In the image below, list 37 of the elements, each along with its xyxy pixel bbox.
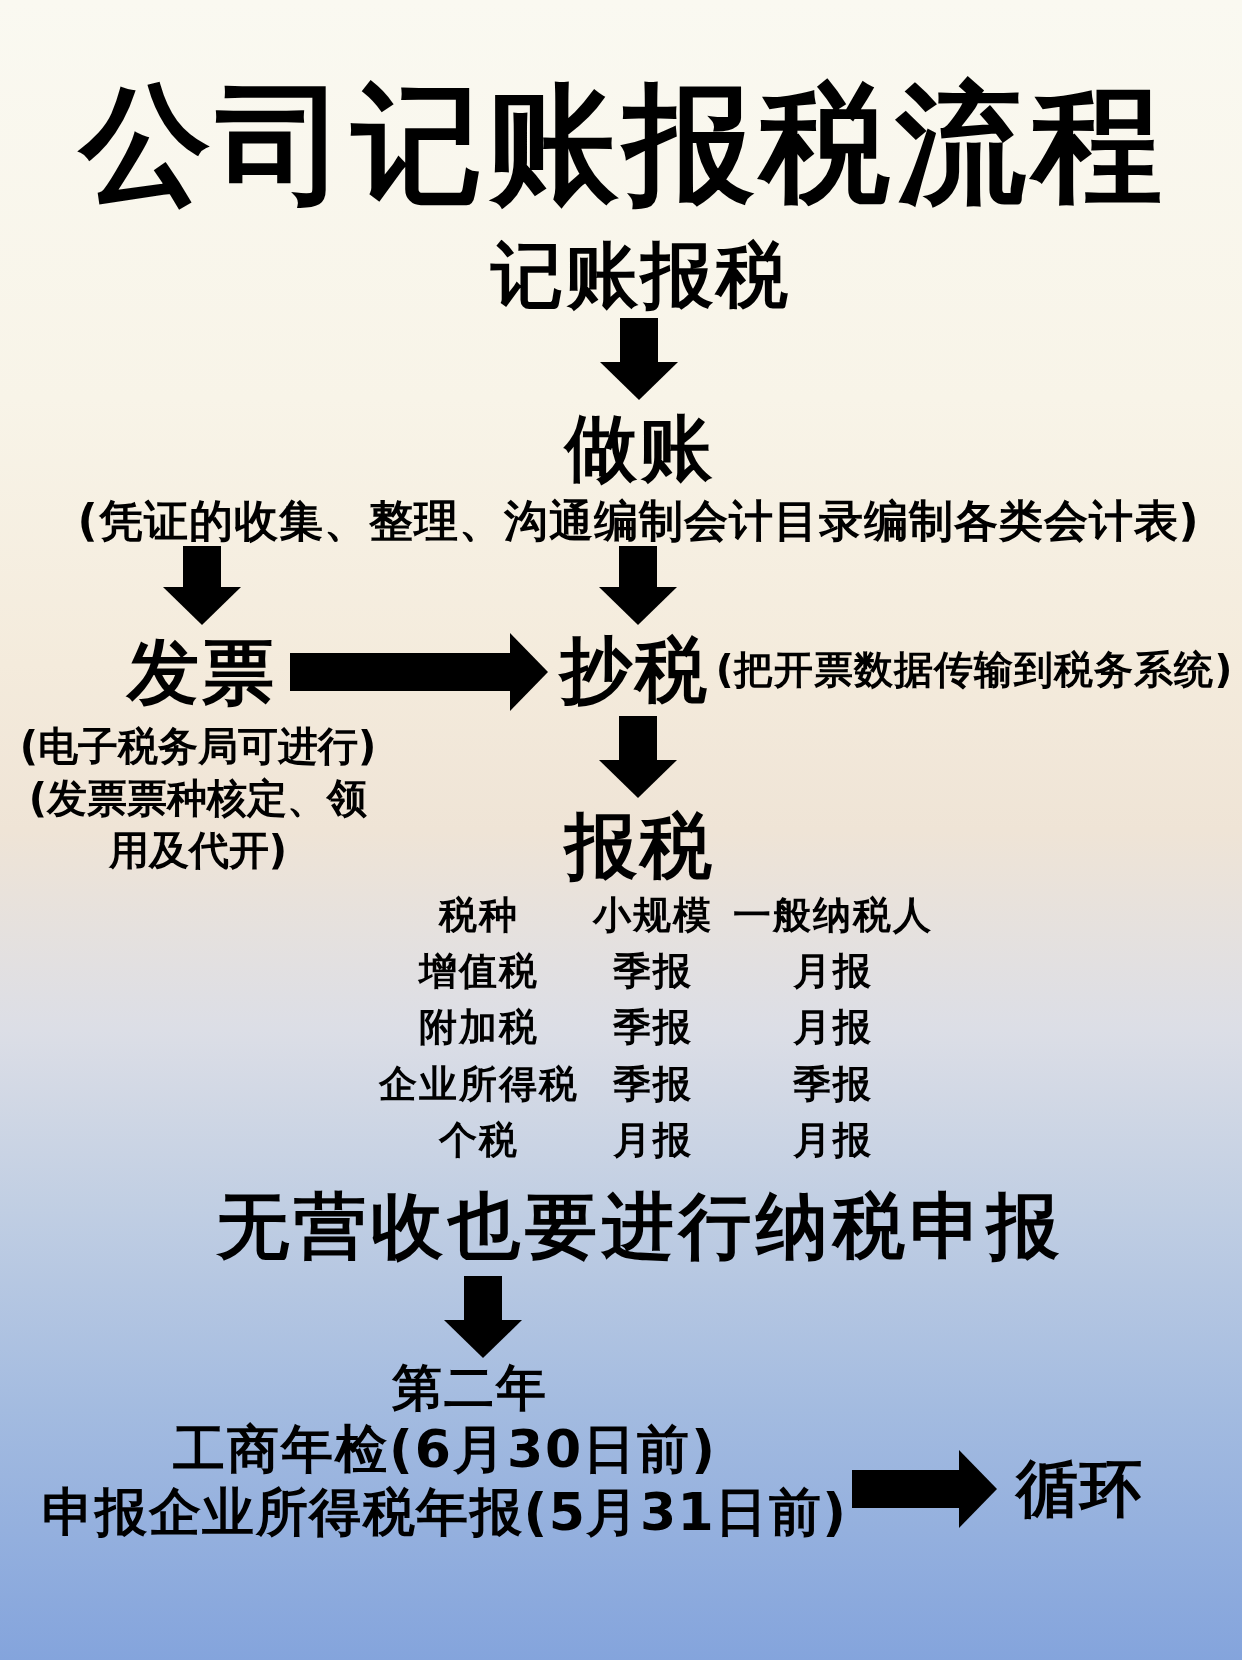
- column-heading: 小规模: [591, 893, 713, 939]
- step-label: 做账: [562, 404, 716, 492]
- step-label: 第二年: [391, 1358, 549, 1420]
- tax-type-label: 企业所得税: [378, 1062, 579, 1108]
- step-label: 报税: [560, 798, 716, 894]
- filing-period-text: 月报: [792, 949, 873, 995]
- arrow: [163, 546, 241, 625]
- step-label: 发票: [110, 625, 290, 720]
- step-label: 申报企业所得税年报(5月31日前): [40, 1481, 849, 1545]
- step-label: 工商年检(6月30日前): [171, 1420, 719, 1480]
- filing-period-text: 季报: [792, 1062, 873, 1108]
- tax-type-label: 增值税: [417, 949, 539, 995]
- tax-type-label: 个税: [437, 1118, 519, 1164]
- step-note: (把开票数据传输到税务系统): [716, 646, 1232, 695]
- step-label: 抄税: [557, 627, 711, 715]
- filing-period-text: 季报: [612, 949, 693, 995]
- arrow: [290, 633, 548, 711]
- step-note: (凭证的收集、整理、沟通编制会计目录编制各类会计表): [76, 496, 1201, 546]
- filing-period-text: 月报: [792, 1118, 873, 1164]
- filing-period-text: 月报: [612, 1118, 693, 1164]
- filing-period-text: 月报: [792, 1005, 873, 1051]
- step-note: (发票票种核定、领用及代开): [27, 774, 369, 875]
- step-label: 无营收也要进行纳税申报: [196, 1176, 1080, 1276]
- tax-type-label: 附加税: [418, 1005, 539, 1051]
- arrow: [599, 546, 677, 625]
- arrow: [599, 716, 677, 798]
- arrow: [600, 318, 678, 400]
- title: 公司记账报税流程: [40, 70, 1202, 220]
- filing-period-text: 季报: [612, 1062, 693, 1108]
- step-label: 记账报税: [479, 232, 799, 318]
- column-heading: 一般纳税人: [732, 893, 933, 939]
- step-label: 循环: [997, 1449, 1160, 1529]
- arrow: [444, 1276, 522, 1358]
- step-note: (电子税务局可进行): [18, 722, 378, 770]
- arrow: [852, 1450, 997, 1528]
- column-heading: 税种: [437, 893, 519, 939]
- filing-period-text: 季报: [612, 1005, 693, 1051]
